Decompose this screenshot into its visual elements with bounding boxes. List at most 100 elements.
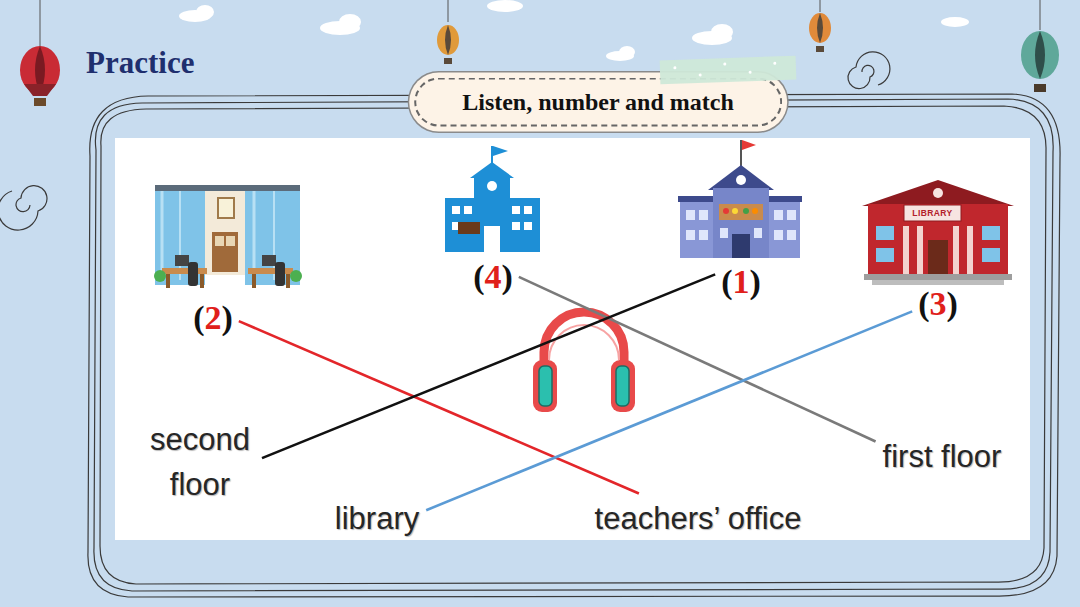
match-line bbox=[239, 321, 639, 493]
office-icon-part bbox=[188, 262, 198, 286]
school-icon-blue-part bbox=[452, 181, 532, 252]
school-icon-purple-part bbox=[732, 234, 750, 258]
school-icon-purple-part bbox=[743, 208, 749, 214]
washi-tape-part bbox=[673, 66, 676, 69]
library-icon-part-part bbox=[967, 226, 973, 274]
match-word: library bbox=[331, 497, 423, 542]
hot-air-balloon-part bbox=[809, 13, 831, 43]
cloud-part bbox=[339, 14, 361, 30]
library-icon-part-part bbox=[982, 226, 1000, 240]
scribble-frame-part bbox=[848, 52, 890, 89]
hot-air-balloon-part bbox=[445, 25, 451, 55]
library-icon-part-part bbox=[876, 248, 894, 262]
callout-char: ( bbox=[721, 263, 732, 300]
callout-text: (4) bbox=[473, 258, 513, 295]
office-icon-part bbox=[215, 236, 224, 246]
node-text: second floor bbox=[145, 418, 255, 508]
library-icon-part-part bbox=[917, 226, 923, 274]
school-icon-purple-part-part bbox=[686, 230, 695, 240]
school-icon-blue-part-part bbox=[512, 222, 520, 230]
office-icon-part bbox=[252, 274, 256, 288]
node-text: Listen, number and match bbox=[462, 89, 734, 116]
callout-char: ( bbox=[193, 299, 204, 336]
school-icon-purple-part bbox=[752, 208, 758, 214]
office-icon-part bbox=[155, 185, 300, 191]
school-icon-purple-part bbox=[719, 204, 763, 220]
school-icon-blue-part-part bbox=[524, 206, 532, 214]
slide-title: Practice bbox=[86, 45, 194, 81]
office-icon-part bbox=[245, 185, 300, 285]
cloud-part bbox=[196, 5, 214, 19]
office-icon-part bbox=[205, 185, 245, 275]
match-line bbox=[426, 311, 912, 510]
school-icon-blue-part-part bbox=[464, 206, 472, 214]
scribble-frame-part bbox=[0, 186, 47, 230]
cloud-part bbox=[619, 46, 635, 58]
school-icon-purple-part-part bbox=[699, 230, 708, 240]
callout-number: (2) bbox=[190, 299, 236, 336]
office-icon-part bbox=[175, 255, 189, 266]
office-icon-part bbox=[290, 270, 302, 282]
school-icon-purple-part bbox=[732, 208, 738, 214]
hot-air-balloon-part bbox=[816, 46, 824, 52]
library-icon-part-part bbox=[953, 226, 959, 274]
hot-air-balloon-part bbox=[1035, 31, 1045, 79]
office-icon-part bbox=[262, 255, 276, 266]
white-panel bbox=[115, 138, 1030, 540]
cloud bbox=[179, 0, 969, 61]
balloon-string-part bbox=[448, 0, 449, 22]
scribble-frame-part bbox=[94, 99, 1053, 591]
washi-tape-part bbox=[749, 71, 752, 74]
office-icon-part bbox=[273, 190, 275, 280]
school-icon-blue-part bbox=[458, 222, 480, 234]
office-icon-part bbox=[162, 268, 207, 274]
headphones-icon-part bbox=[616, 366, 629, 406]
library-icon-part-part bbox=[876, 226, 894, 240]
library-icon bbox=[862, 180, 1014, 285]
hot-air-balloon-part bbox=[1034, 84, 1046, 92]
cloud-part bbox=[711, 24, 733, 40]
match-line bbox=[519, 277, 876, 442]
school-icon-purple-part bbox=[713, 188, 769, 258]
match-word: teachers’ office bbox=[591, 497, 806, 542]
office-icon-part bbox=[200, 274, 204, 288]
library-icon-part bbox=[933, 188, 943, 198]
node-text: library bbox=[335, 497, 419, 542]
callout-char: ) bbox=[947, 285, 958, 322]
library-icon-part-part bbox=[982, 248, 1000, 262]
callout-char: 4 bbox=[485, 258, 502, 295]
school-icon-blue-part bbox=[470, 162, 514, 178]
scribble-frame bbox=[0, 52, 1060, 597]
school-icon-purple-part bbox=[723, 208, 729, 214]
match-line bbox=[262, 274, 715, 458]
hot-air-balloon-part bbox=[34, 98, 46, 106]
hot-air-balloon-part bbox=[1021, 31, 1059, 79]
callout-char: ) bbox=[222, 299, 233, 336]
library-icon-part bbox=[928, 240, 948, 274]
office-icon-part bbox=[226, 236, 235, 246]
library-icon-part bbox=[868, 204, 1008, 278]
school-icon-purple-part-part bbox=[699, 210, 708, 220]
office-icon-part bbox=[218, 198, 234, 218]
office-icon bbox=[154, 185, 302, 288]
library-icon-part-part bbox=[903, 226, 909, 274]
node-text: teachers’ office bbox=[595, 497, 802, 542]
school-icon-blue-part-part bbox=[524, 222, 532, 230]
school-icon-purple-part-part bbox=[774, 210, 783, 220]
callout-number: (3) bbox=[915, 285, 961, 322]
callout-text: (2) bbox=[193, 299, 233, 336]
balloon-string-part bbox=[820, 0, 821, 12]
office-icon-part bbox=[161, 190, 164, 280]
library-icon-part bbox=[904, 205, 961, 221]
school-icon-purple-part-part bbox=[754, 228, 762, 238]
callout-char: ( bbox=[918, 285, 929, 322]
balloon-string-part bbox=[1040, 0, 1041, 30]
office-icon-part bbox=[212, 232, 238, 272]
callout-text: (1) bbox=[721, 263, 761, 300]
school-icon-purple-part bbox=[740, 140, 742, 166]
scribble-frame-part bbox=[88, 94, 1060, 597]
office-icon-part bbox=[248, 268, 293, 274]
school-icon-purple bbox=[678, 140, 802, 258]
callout-char: ( bbox=[473, 258, 484, 295]
